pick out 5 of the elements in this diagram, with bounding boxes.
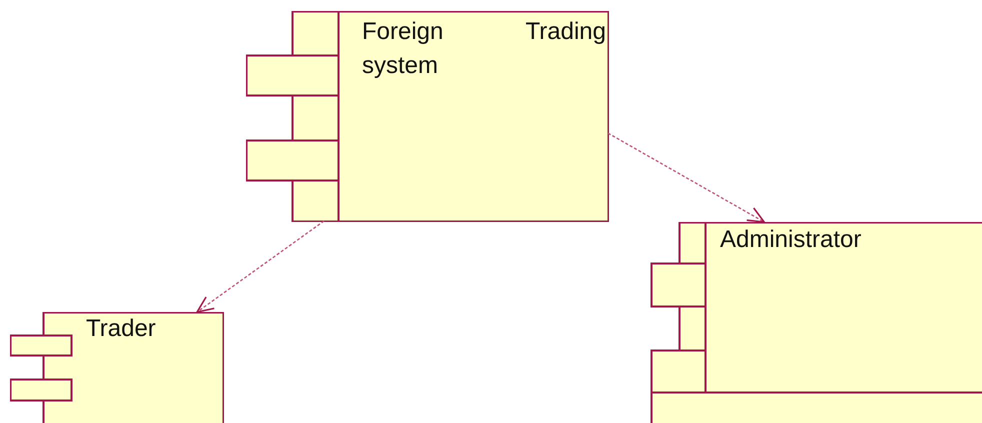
component-name: Administrator: [720, 225, 862, 255]
component-name: Trader: [86, 314, 157, 344]
dependency-arrow: [196, 220, 324, 313]
dependency-arrow: [608, 132, 765, 223]
component-name: Foreign Trading system: [362, 17, 606, 81]
